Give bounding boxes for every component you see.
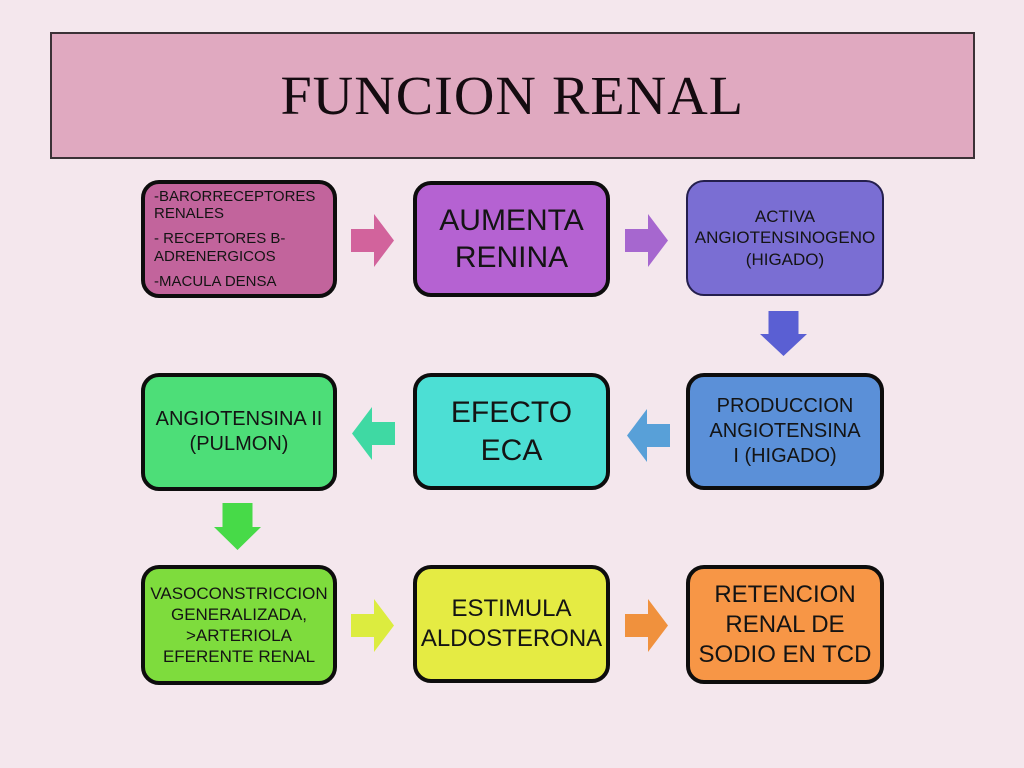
node-text-line: EFECTO ECA: [450, 396, 573, 467]
node-text-line: -BARORRECEPTORES RENALES: [154, 187, 316, 223]
node-text-line: VASOCONSTRICCION: [150, 583, 328, 603]
node-text-line: ALDOSTERONA: [420, 625, 603, 652]
node-text-line: PRODUCCION: [716, 395, 854, 417]
node-activa-angiotensinogeno: ACTIVA ANGIOTENSINOGENO (HIGADO): [686, 180, 884, 296]
flow-arrow-right-icon: [625, 214, 668, 272]
flow-arrow-down-icon: [214, 503, 261, 555]
title-bar: FUNCION RENAL: [50, 32, 975, 159]
node-receptores: -BARORRECEPTORES RENALES - RECEPTORES B-…: [141, 180, 337, 298]
node-text-line: EFERENTE RENAL: [162, 647, 316, 667]
node-efecto-eca: EFECTO ECA: [413, 373, 610, 490]
slide-title: FUNCION RENAL: [280, 65, 745, 126]
flow-arrow-right-icon: [351, 214, 394, 272]
flow-arrow-right-icon: [625, 599, 668, 657]
node-text-line: GENERALIZADA,: [170, 604, 308, 624]
node-text-line: RENINA: [454, 241, 569, 274]
node-text-line: RETENCION: [714, 580, 856, 608]
node-text-line: ANGIOTENSINA: [709, 420, 861, 442]
node-text-line: ESTIMULA: [451, 595, 572, 622]
flow-arrow-right-icon: [351, 599, 394, 657]
node-vasoconstriccion: VASOCONSTRICCION GENERALIZADA, >ARTERIOL…: [141, 565, 337, 685]
node-retencion-renal: RETENCION RENAL DE SODIO EN TCD: [686, 565, 884, 684]
flow-arrow-left-icon: [627, 409, 670, 467]
node-text-line: RENAL DE: [725, 610, 845, 638]
node-angiotensina-ii: ANGIOTENSINA II (PULMON): [141, 373, 337, 491]
node-text-line: (HIGADO): [745, 249, 825, 269]
node-text-line: ACTIVA: [754, 207, 816, 227]
node-text-line: SODIO EN TCD: [698, 640, 872, 668]
node-text-line: >ARTERIOLA: [186, 626, 292, 645]
node-text-line: AUMENTA: [439, 203, 584, 237]
node-text-line: -MACULA DENSA: [154, 272, 277, 290]
node-text-line: - RECEPTORES B-ADRENERGICOS: [154, 230, 286, 265]
node-aumenta-renina: AUMENTA RENINA: [413, 181, 610, 297]
flow-arrow-down-icon: [760, 311, 807, 361]
node-text-line: ANGIOTENSINOGENO: [694, 228, 876, 248]
node-produccion-angiotensina-i: PRODUCCION ANGIOTENSINA I (HIGADO): [686, 373, 884, 490]
node-estimula-aldosterona: ESTIMULA ALDOSTERONA: [413, 565, 610, 683]
node-text-line: I (HIGADO): [733, 445, 837, 467]
node-text-line: (PULMON): [189, 433, 289, 455]
flow-arrow-left-icon: [352, 407, 395, 465]
node-text-line: ANGIOTENSINA II: [155, 408, 323, 430]
